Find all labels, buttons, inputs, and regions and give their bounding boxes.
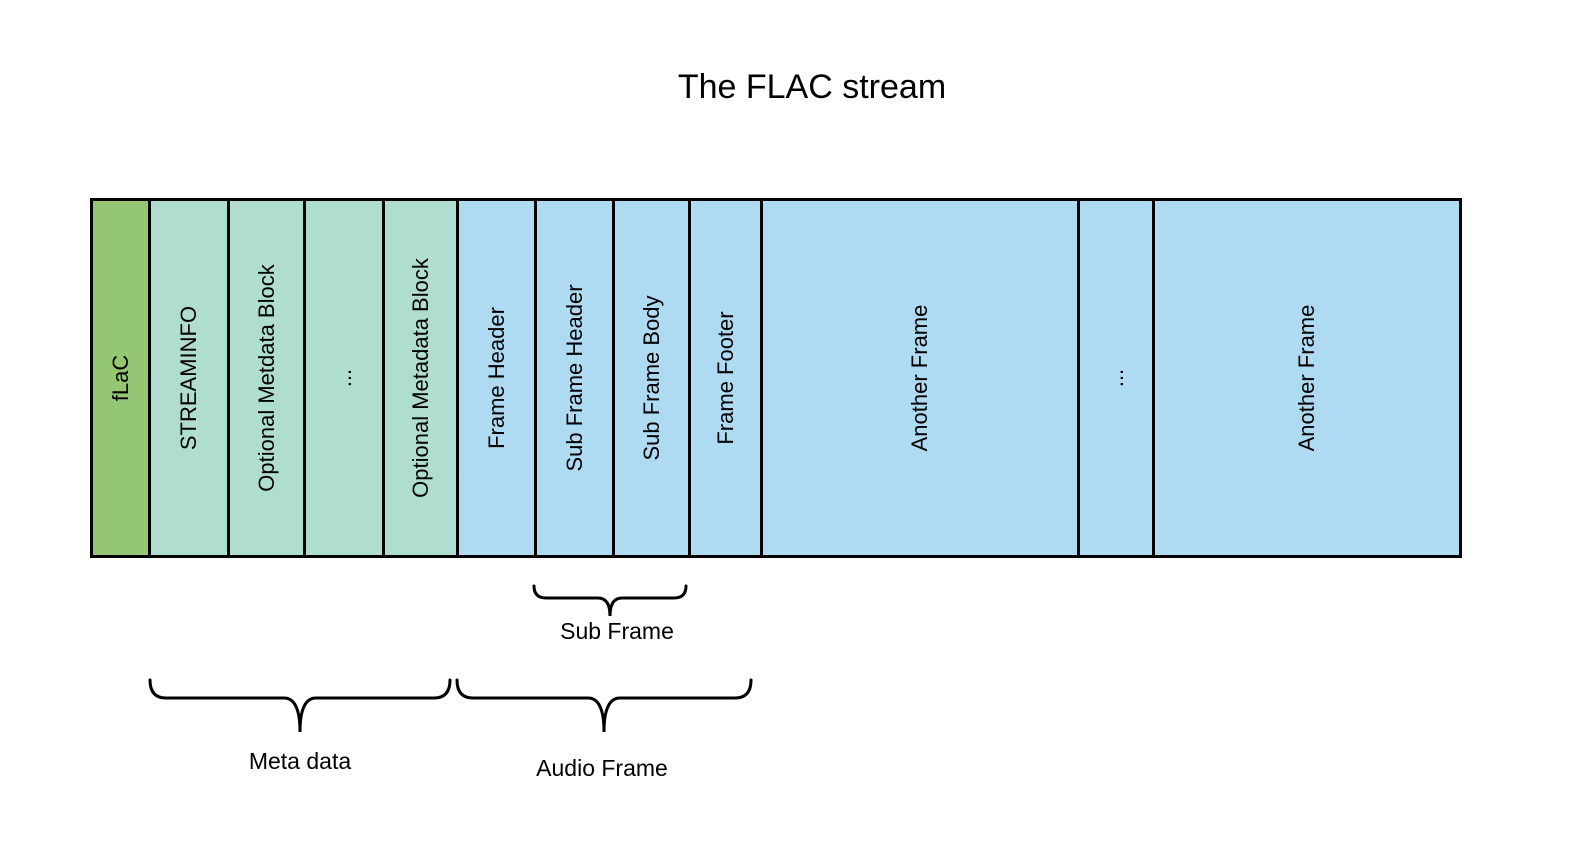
segment-label: Optional Metdata Block: [253, 264, 279, 492]
segment-label: Sub Frame Body: [638, 295, 664, 461]
audio-frame-brace: [455, 678, 753, 736]
segment-streaminfo: STREAMINFO: [148, 201, 227, 555]
segment-metadata-ellipsis: ...: [303, 201, 382, 555]
sub-frame-label: Sub Frame: [560, 618, 674, 644]
segment-label: fLaC: [107, 354, 133, 402]
segment-label: ...: [331, 368, 356, 388]
audio-frame-label: Audio Frame: [536, 755, 668, 781]
segment-another-frame-1: Another Frame: [760, 201, 1077, 555]
meta-data-label: Meta data: [248, 748, 352, 774]
segment-optional-metadata-block-1: Optional Metdata Block: [227, 201, 303, 555]
segment-flac: fLaC: [93, 201, 148, 555]
segment-label: Frame Footer: [712, 311, 738, 445]
segment-label: Another Frame: [907, 304, 932, 452]
segment-optional-metadata-block-2: Optional Metadata Block: [382, 201, 456, 555]
segment-another-frame-2: Another Frame: [1152, 201, 1459, 555]
segment-label: Sub Frame Header: [561, 284, 587, 472]
segment-label: ...: [1103, 368, 1128, 388]
segment-frames-ellipsis: ...: [1077, 201, 1152, 555]
segment-label: Another Frame: [1294, 304, 1319, 452]
segment-frame-footer: Frame Footer: [688, 201, 760, 555]
segment-label: Optional Metadata Block: [407, 258, 433, 498]
meta-data-brace: [148, 678, 452, 736]
segment-sub-frame-body: Sub Frame Body: [612, 201, 688, 555]
segment-label: Frame Header: [483, 307, 509, 449]
segment-frame-header: Frame Header: [456, 201, 534, 555]
stream-bar: fLaC STREAMINFO Optional Metdata Block .…: [90, 198, 1462, 558]
sub-frame-brace: [532, 584, 688, 620]
segment-label: STREAMINFO: [176, 305, 201, 451]
segment-sub-frame-header: Sub Frame Header: [534, 201, 612, 555]
page-title: The FLAC stream: [677, 68, 947, 106]
